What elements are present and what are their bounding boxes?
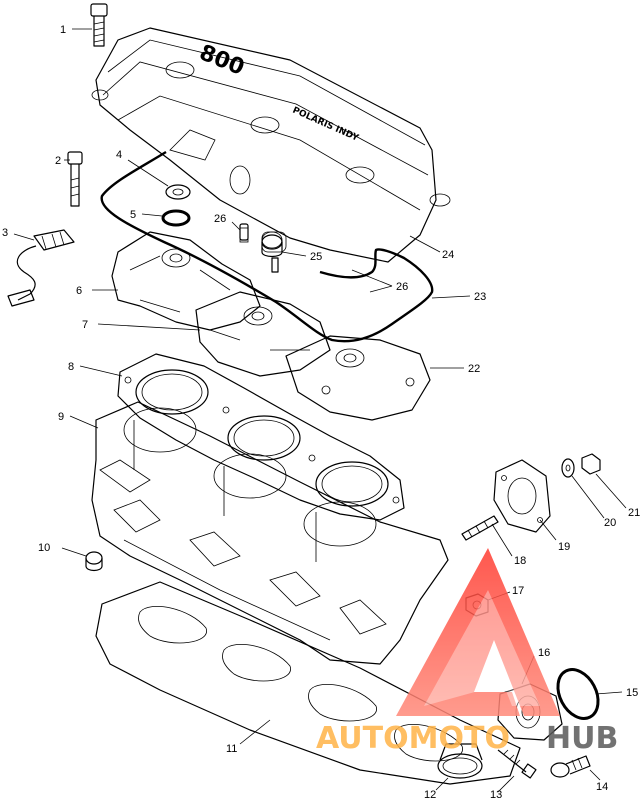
head-gasket-8 bbox=[79, 353, 405, 521]
watermark-text-dark: HUB bbox=[546, 721, 618, 756]
callout-26-lower: 26 bbox=[396, 281, 408, 293]
callout-12: 12 bbox=[424, 789, 436, 800]
water-housing-6 bbox=[92, 227, 287, 331]
watermark-logo: AUTOMOTO HUB bbox=[316, 548, 618, 756]
cover-decal-number: 800 bbox=[196, 40, 248, 80]
callout-4: 4 bbox=[116, 149, 122, 161]
callout-17: 17 bbox=[512, 585, 524, 597]
callout-13: 13 bbox=[490, 789, 502, 800]
callout-22: 22 bbox=[468, 363, 480, 375]
callout-5: 5 bbox=[130, 209, 136, 221]
callout-14: 14 bbox=[596, 781, 608, 793]
callout-8: 8 bbox=[68, 361, 74, 373]
callout-11: 11 bbox=[226, 743, 237, 755]
callout-25: 25 bbox=[310, 251, 322, 263]
callout-21: 21 bbox=[628, 507, 640, 519]
callout-19: 19 bbox=[558, 541, 570, 553]
o-ring-5 bbox=[141, 209, 191, 227]
cover-gasket-23 bbox=[100, 150, 434, 343]
callout-24: 24 bbox=[442, 249, 454, 261]
callout-18: 18 bbox=[514, 555, 526, 567]
hose-clamp-12 bbox=[435, 743, 483, 791]
callout-labels: 1 2 3 4 5 6 7 8 9 10 11 12 13 14 15 16 1… bbox=[2, 24, 640, 800]
sensor-3 bbox=[7, 229, 75, 307]
callout-7: 7 bbox=[82, 319, 88, 331]
callout-16: 16 bbox=[538, 647, 550, 659]
bolt-14 bbox=[550, 755, 601, 781]
gasket-19 bbox=[493, 459, 557, 541]
watermark-triangle bbox=[396, 548, 560, 716]
callout-10: 10 bbox=[38, 542, 50, 554]
bolt-2 bbox=[64, 151, 83, 207]
plug-10 bbox=[61, 547, 103, 572]
watermark-text-accent: AUTOMOTO bbox=[316, 721, 510, 756]
fittings-25-26 bbox=[231, 221, 393, 293]
screw-13 bbox=[497, 749, 537, 793]
top-cover: 800 POLARIS INDY bbox=[91, 27, 451, 263]
callout-3: 3 bbox=[2, 227, 8, 239]
callout-26-upper: 26 bbox=[214, 213, 226, 225]
callout-23: 23 bbox=[474, 291, 486, 303]
nut-21 bbox=[581, 453, 627, 509]
callout-20: 20 bbox=[604, 517, 616, 529]
water-housing-7 bbox=[97, 291, 331, 377]
callout-6: 6 bbox=[76, 285, 82, 297]
bolt-1 bbox=[72, 3, 108, 47]
callout-15: 15 bbox=[626, 687, 638, 699]
cylinder-block-9 bbox=[69, 401, 449, 665]
callout-2: 2 bbox=[55, 155, 61, 167]
washer-20 bbox=[561, 458, 605, 519]
callout-1: 1 bbox=[60, 24, 66, 36]
water-housing-22 bbox=[285, 335, 464, 421]
stud-18 bbox=[461, 515, 513, 557]
cover-decal-brand: POLARIS INDY bbox=[291, 106, 360, 144]
o-ring-15 bbox=[556, 668, 623, 720]
callout-9: 9 bbox=[58, 411, 64, 423]
washer-4 bbox=[127, 159, 191, 200]
